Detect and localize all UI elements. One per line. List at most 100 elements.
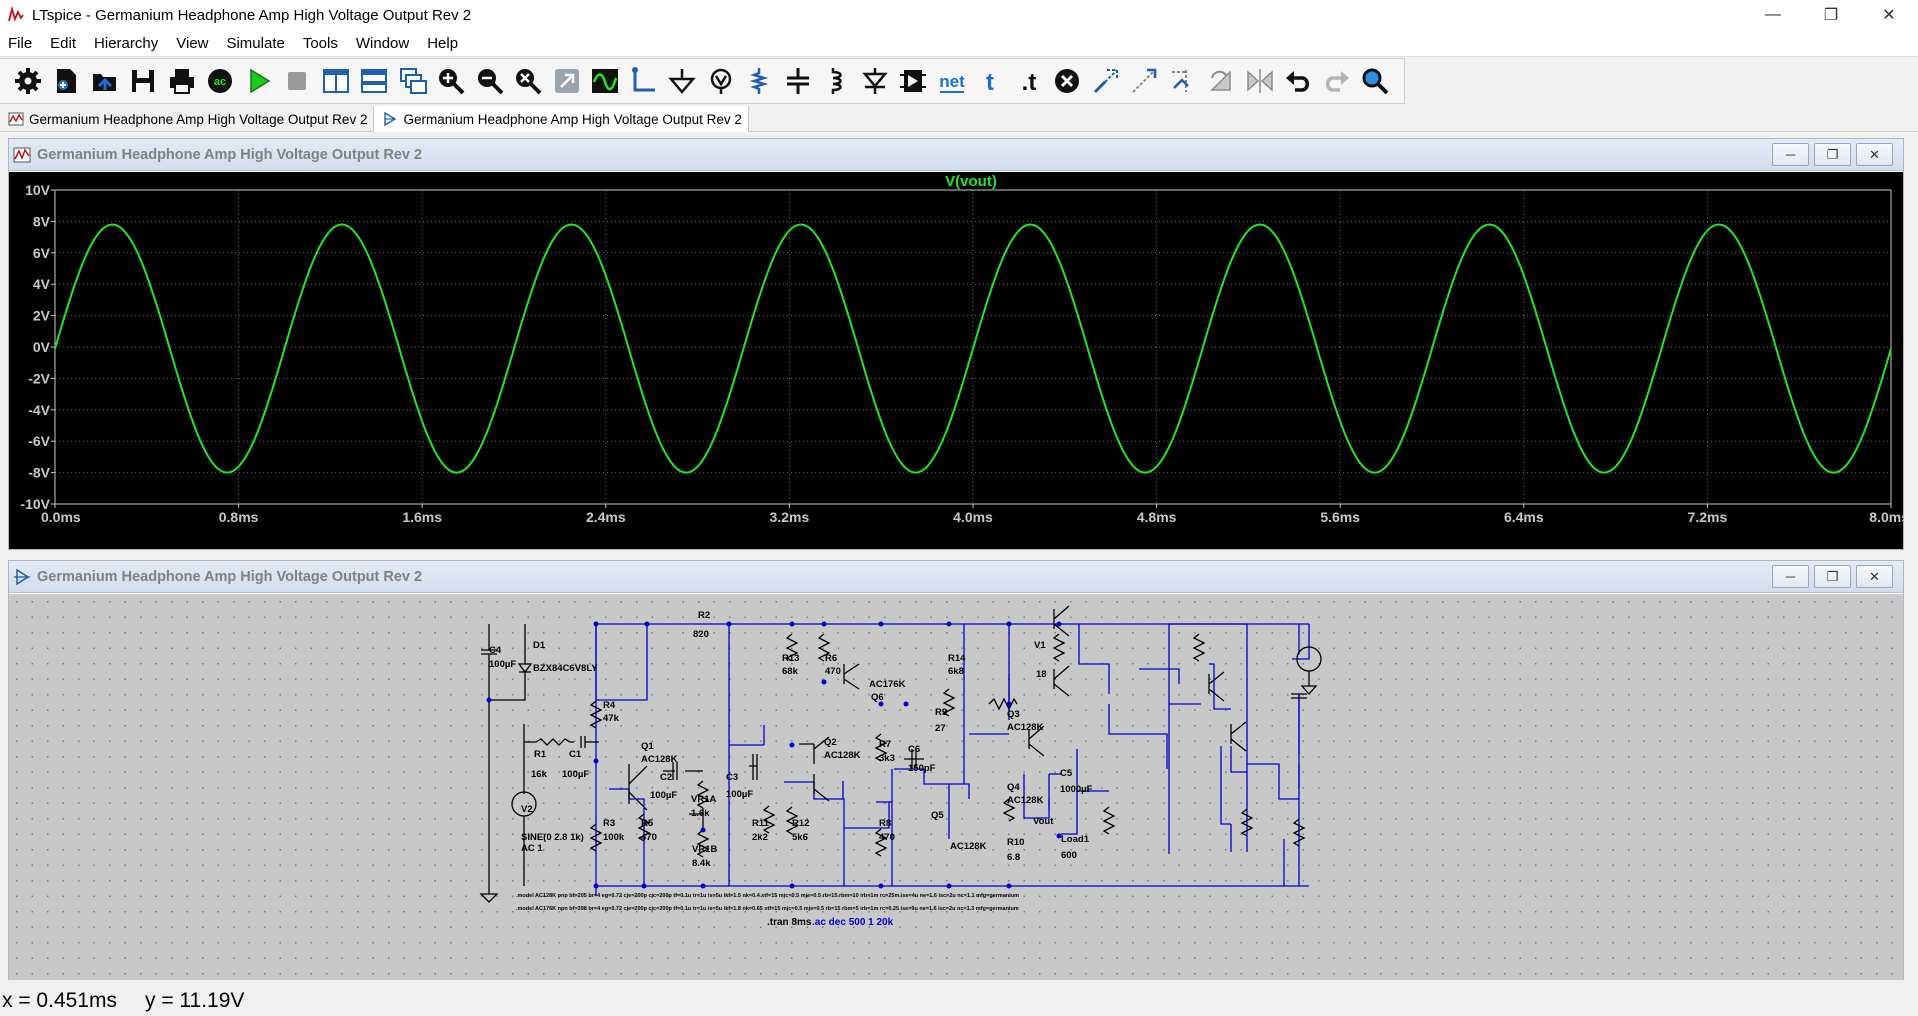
menu-simulate[interactable]: Simulate xyxy=(226,34,285,52)
place-capacitor-button[interactable] xyxy=(782,64,813,98)
restore-button[interactable]: ❐ xyxy=(1802,0,1860,30)
menu-hierarchy[interactable]: Hierarchy xyxy=(94,34,159,52)
menu-help[interactable]: Help xyxy=(427,34,459,52)
menu-tools[interactable]: Tools xyxy=(302,34,338,52)
close-button[interactable]: ✕ xyxy=(1860,0,1918,30)
pan-icon xyxy=(554,69,579,93)
svg-text:R7: R7 xyxy=(879,739,891,750)
model-directive-ac128k[interactable]: .model AC128K pnp bf=205 br=4 eg=0.72 cj… xyxy=(516,893,1019,899)
svg-text:R1: R1 xyxy=(534,749,547,760)
x-tick-label: 0.0ms xyxy=(41,509,81,525)
menu-bar: File Edit Hierarchy View Simulate Tools … xyxy=(0,30,1918,57)
menu-window[interactable]: Window xyxy=(355,34,410,52)
menu-file[interactable]: File xyxy=(8,34,33,52)
rotate-button[interactable] xyxy=(1206,64,1237,98)
delete-button[interactable] xyxy=(1052,64,1083,98)
menu-view[interactable]: View xyxy=(176,34,209,52)
waveform-view-button[interactable] xyxy=(590,64,621,98)
svg-text:V2: V2 xyxy=(521,804,533,815)
svg-text:R6: R6 xyxy=(825,653,837,664)
tab-label: Germanium Headphone Amp High Voltage Out… xyxy=(403,111,742,127)
schematic-drawing[interactable]: R2 820 C4 100µF D1 BZX84C6V8LY R13 68k R… xyxy=(9,594,1903,980)
svg-text:R2: R2 xyxy=(698,610,710,621)
text-button[interactable]: t xyxy=(975,64,1006,98)
trace-vout[interactable] xyxy=(54,223,1892,474)
ac-directive[interactable]: .ac dec 500 1 20k xyxy=(812,917,894,928)
print-button[interactable] xyxy=(166,64,197,98)
zoom-fit-button[interactable] xyxy=(513,64,544,98)
schematic-window-titlebar[interactable]: Germanium Headphone Amp High Voltage Out… xyxy=(9,561,1903,593)
components[interactable] xyxy=(479,605,1322,903)
tran-directive[interactable]: .tran 8ms xyxy=(767,917,812,928)
move-button[interactable] xyxy=(1129,64,1160,98)
open-button[interactable] xyxy=(89,64,120,98)
place-resistor-button[interactable] xyxy=(744,64,775,98)
zoom-in-button[interactable] xyxy=(436,64,467,98)
minimize-icon: — xyxy=(1765,6,1781,23)
svg-text:6.8: 6.8 xyxy=(1007,852,1020,863)
menu-edit[interactable]: Edit xyxy=(50,34,77,52)
undo-button[interactable] xyxy=(1283,64,1314,98)
cascade-icon xyxy=(399,68,427,94)
y-tick-label: -2V xyxy=(28,370,50,386)
waveform-minimize-button[interactable]: ─ xyxy=(1772,143,1809,166)
search-icon xyxy=(1362,68,1389,95)
svg-text:R13: R13 xyxy=(782,653,799,664)
draw-wire-button[interactable] xyxy=(628,64,659,98)
zoom-out-button[interactable] xyxy=(474,64,505,98)
svg-text:1.6k: 1.6k xyxy=(691,808,710,819)
schematic-close-button[interactable]: ✕ xyxy=(1856,565,1893,588)
model-directive-ac176k[interactable]: .model AC176K npn bf=398 br=4 eg=0.72 cj… xyxy=(516,906,1019,912)
place-component-button[interactable] xyxy=(898,64,929,98)
tile-horizontal-button[interactable] xyxy=(359,64,390,98)
label-net-button[interactable] xyxy=(705,64,736,98)
x-tick-label: 1.6ms xyxy=(402,509,442,525)
schematic-canvas[interactable]: R2 820 C4 100µF D1 BZX84C6V8LY R13 68k R… xyxy=(9,594,1903,980)
new-schematic-button[interactable] xyxy=(51,64,82,98)
place-inductor-button[interactable] xyxy=(821,64,852,98)
new-file-icon xyxy=(57,69,76,93)
schematic-restore-button[interactable]: ❐ xyxy=(1814,565,1851,588)
halt-button[interactable] xyxy=(282,64,313,98)
svg-text:Q5: Q5 xyxy=(931,810,944,821)
spice-directives[interactable]: .model AC128K pnp bf=205 br=4 eg=0.72 cj… xyxy=(516,893,1019,912)
save-button[interactable] xyxy=(128,64,159,98)
cascade-button[interactable] xyxy=(397,64,428,98)
waveform-window: Germanium Headphone Amp High Voltage Out… xyxy=(8,138,1909,550)
net-label-icon xyxy=(710,68,731,94)
redo-button[interactable] xyxy=(1321,64,1352,98)
tab-schematic[interactable]: Germanium Headphone Amp High Voltage Out… xyxy=(374,106,749,132)
waveform-window-titlebar[interactable]: Germanium Headphone Amp High Voltage Out… xyxy=(9,139,1903,171)
y-tick-label: 10V xyxy=(25,182,51,198)
run-button[interactable] xyxy=(243,64,274,98)
svg-text:AC 1: AC 1 xyxy=(521,843,543,854)
ac-analysis-button[interactable]: ac xyxy=(205,64,236,98)
ground-button[interactable] xyxy=(667,64,698,98)
mirror-button[interactable] xyxy=(1244,64,1275,98)
pan-button[interactable] xyxy=(551,64,582,98)
wires[interactable] xyxy=(595,623,1310,896)
tab-waveform[interactable]: Germanium Headphone Amp High Voltage Out… xyxy=(0,106,375,132)
svg-text:C4: C4 xyxy=(489,645,502,656)
place-diode-button[interactable] xyxy=(859,64,890,98)
svg-text:100µF: 100µF xyxy=(650,790,677,801)
find-button[interactable] xyxy=(1360,64,1391,98)
waveform-close-button[interactable]: ✕ xyxy=(1856,143,1893,166)
tile-vertical-button[interactable] xyxy=(320,64,351,98)
svg-text:5k6: 5k6 xyxy=(792,832,808,843)
waveform-restore-button[interactable]: ❐ xyxy=(1814,143,1851,166)
drag-button[interactable] xyxy=(1167,64,1198,98)
net-label-button[interactable]: net xyxy=(936,64,967,98)
spice-directive-button[interactable]: .t xyxy=(1013,64,1044,98)
duplicate-button[interactable] xyxy=(1090,64,1121,98)
x-tick-label: 8.0ms xyxy=(1869,509,1903,525)
minimize-button[interactable]: — xyxy=(1744,0,1802,30)
svg-text:R14: R14 xyxy=(948,653,966,664)
schematic-minimize-button[interactable]: ─ xyxy=(1772,565,1809,588)
settings-button[interactable] xyxy=(12,64,43,98)
svg-text:470: 470 xyxy=(641,832,657,843)
trace-title[interactable]: V(vout) xyxy=(945,173,997,190)
